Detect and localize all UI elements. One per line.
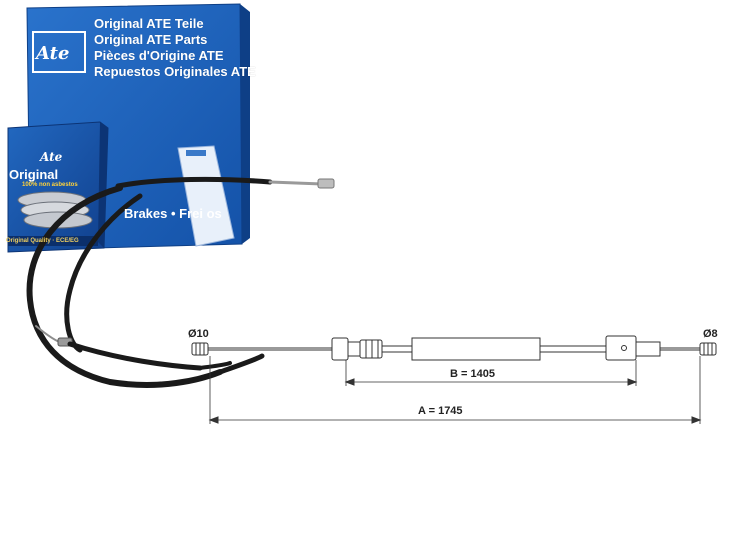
- small-box-logo: Ate: [40, 150, 63, 164]
- brake-pads-image: [17, 191, 93, 229]
- box-text-lines: Original ATE Teile Original ATE Parts Pi…: [94, 16, 264, 80]
- diameter-left-label: Ø10: [188, 328, 209, 340]
- booklet-image: [177, 145, 235, 247]
- adjuster-nut: [331, 337, 349, 361]
- ate-box-small: [7, 121, 109, 253]
- quality-label: Original Quality · ECE/EG: [6, 238, 79, 244]
- cable-sheath: [411, 337, 541, 361]
- small-box-title: Original: [9, 167, 59, 182]
- box-line-es: Repuestos Originales ATE: [94, 64, 256, 79]
- diameter-right-label: Ø8: [703, 328, 718, 340]
- ate-logo-panel: [32, 31, 86, 73]
- length-b-label: B = 1405: [450, 368, 495, 380]
- cable-technical-drawing: [191, 335, 717, 424]
- box-line-en: Original ATE Parts: [94, 32, 208, 47]
- asbestos-badge: 100% non asbestos: [22, 182, 78, 188]
- ate-logo: Ate: [36, 43, 70, 64]
- box-line-fr: Pièces d'Origine ATE: [94, 48, 224, 63]
- brakes-text: Brakes • Frei os: [124, 206, 222, 221]
- length-a-label: A = 1745: [418, 405, 463, 417]
- brake-cable-photo: [26, 176, 335, 388]
- box-line-de: Original ATE Teile: [94, 16, 204, 31]
